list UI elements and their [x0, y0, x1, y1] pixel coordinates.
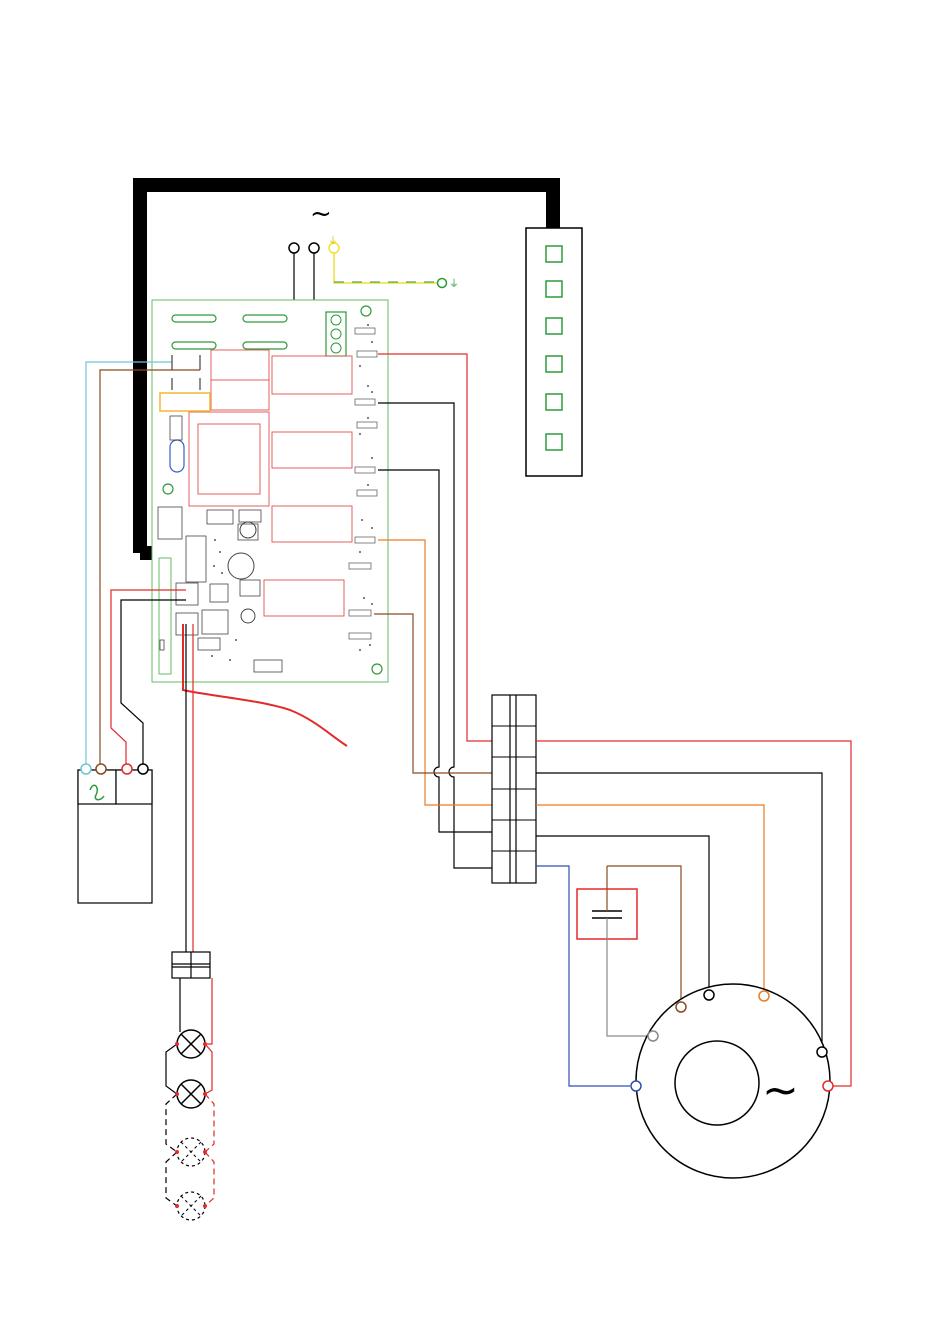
pcb-board — [152, 300, 388, 682]
supply-terminal-lightblue — [81, 764, 91, 774]
mains-terminal-N — [309, 243, 319, 253]
supply-terminal-red — [122, 764, 132, 774]
earth-symbol-top: ⏚ — [328, 235, 338, 247]
lamp-1 — [177, 1030, 205, 1058]
pcb-to-terminal-wires — [374, 354, 492, 868]
motor-terminal-red — [823, 1081, 833, 1091]
ac-symbol-top: ~ — [310, 199, 332, 229]
motor-terminal-orange — [759, 991, 769, 1001]
fuse — [160, 393, 210, 411]
lamp-3-optional — [177, 1138, 205, 1166]
supply-terminal-brown — [96, 764, 106, 774]
motor-terminal-grey — [648, 1031, 658, 1041]
lamp-4-optional — [177, 1192, 205, 1220]
ac-symbol-motor: ~ — [762, 1065, 799, 1116]
lamp-connector — [172, 952, 210, 978]
lamp-terminal-dots — [175, 1042, 207, 1208]
supply-terminal-black — [138, 764, 148, 774]
earth-symbol-right: ⏚ — [449, 278, 459, 290]
motor-terminal-black-2 — [817, 1047, 827, 1057]
control-panel — [526, 228, 582, 476]
earth-terminal — [438, 279, 447, 288]
motor-terminal-brown — [676, 1002, 686, 1012]
motor-terminal-blue — [631, 1081, 641, 1091]
supply-unit — [78, 764, 152, 903]
motor-terminal-black-1 — [704, 990, 714, 1000]
lamp-2 — [177, 1080, 205, 1108]
motor: ~ — [631, 984, 833, 1178]
terminal-block — [492, 695, 536, 883]
mains-terminal-L — [289, 243, 299, 253]
